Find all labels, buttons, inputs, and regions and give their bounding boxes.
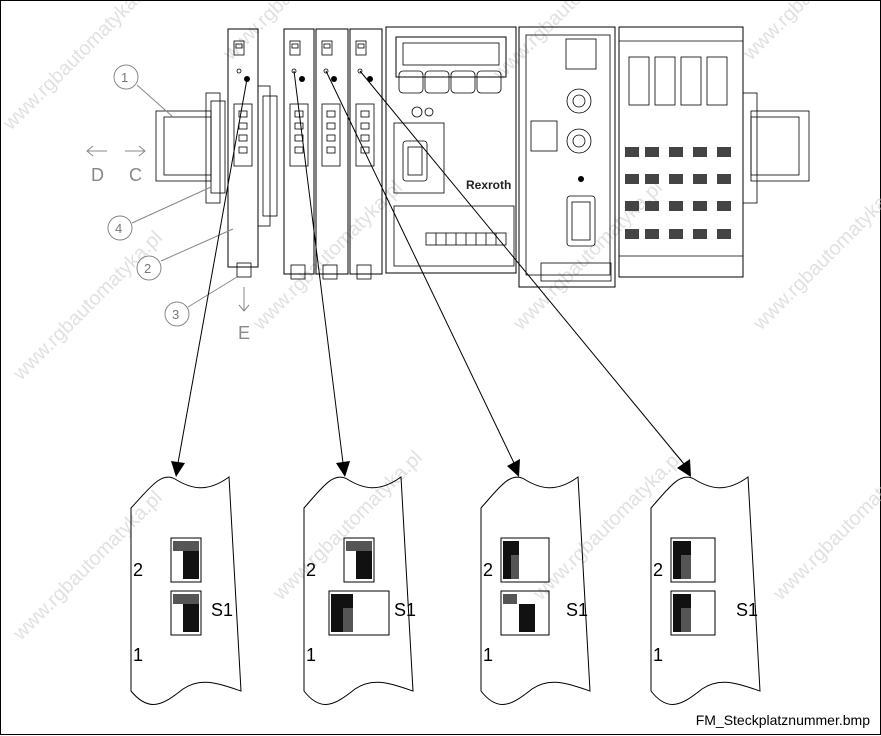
serial-port-icon [566,195,596,247]
watermark: www.rgbautomatyka.pl [268,447,427,606]
position-2-label: 2 [483,560,493,580]
position-2-label: 2 [306,560,316,580]
svg-text:1: 1 [121,70,128,85]
led-icon [299,76,305,82]
din-rail-left [155,92,226,204]
dip-switch-2 [170,537,202,583]
key-button [398,70,424,94]
function-module-1 [227,28,278,278]
dip-switch-2 [670,537,716,583]
arrow-head-icon [677,459,691,477]
direction-c: C [125,145,146,185]
dip-switch-1 [328,590,390,636]
svg-text:2: 2 [144,261,151,276]
serial-port-icon [402,140,428,182]
switch-label: S1 [211,600,233,620]
key-button [450,70,476,94]
function-module-4 [349,28,383,280]
dip-switch-2 [500,537,550,583]
status-window [530,120,558,152]
dip-switch-1 [170,590,202,636]
function-module-3 [315,28,349,280]
watermark: www.rgbautomatyka.pl [218,1,377,65]
position-1-label: 1 [653,645,663,665]
watermark: www.rgbautomatyka.pl [748,177,881,336]
watermark: www.rgbautomatyka.pl [768,447,881,606]
leader-arrows [171,70,691,477]
watermark: www.rgbautomatyka.pl [248,177,407,336]
svg-text:3: 3 [172,307,179,322]
switch-detail-4: 2 1 S1 [650,476,761,705]
switch-label: S1 [736,600,758,620]
switch-label: S1 [394,600,416,620]
callout-1: 1 [113,64,174,118]
svg-text:C: C [129,165,142,185]
position-2-label: 2 [653,560,663,580]
switch-detail-1: 2 1 S1 [130,476,242,705]
dip-switch-1 [500,590,550,636]
callout-2: 2 [136,228,234,281]
io-modules [618,26,744,278]
position-1-label: 1 [133,645,143,665]
switch-detail-3: 2 1 S1 [480,476,591,705]
arrow-head-icon [171,461,185,477]
led-icon [367,76,373,82]
controller-unit: Rexroth [385,26,517,274]
dip-switch-2 [343,537,375,583]
watermark-layer: www.rgbautomatyka.pl www.rgbautomatyka.p… [1,1,881,645]
din-rail-right [742,92,810,204]
arrow-head-icon [336,461,350,477]
position-2-label: 2 [133,560,143,580]
direction-e: E [238,287,250,343]
svg-text:D: D [91,165,104,185]
position-1-label: 1 [306,645,316,665]
position-1-label: 1 [483,645,493,665]
figure-filename: FM_Steckplatznummer.bmp [695,712,870,728]
watermark: www.rgbautomatyka.pl [8,227,167,386]
switch-label: S1 [566,600,588,620]
callout-4: 4 [107,186,212,241]
watermark: www.rgbautomatyka.pl [8,487,167,646]
bus-coupler [518,26,616,288]
svg-text:4: 4 [115,221,122,236]
svg-text:E: E [238,323,250,343]
watermark: www.rgbautomatyka.pl [738,1,881,65]
key-button [424,70,450,94]
function-module-2 [283,28,315,280]
switch-detail-2: 2 1 S1 [303,476,416,705]
arrow-head-icon [507,459,520,477]
key-button [476,70,502,94]
callout-3: 3 [164,276,238,327]
watermark: www.rgbautomatyka.pl [488,1,647,85]
led-icon [331,76,337,82]
watermark: www.rgbautomatyka.pl [528,447,687,606]
direction-d: D [86,145,107,185]
dip-switch-1 [670,590,716,636]
brand-label: Rexroth [466,178,511,192]
